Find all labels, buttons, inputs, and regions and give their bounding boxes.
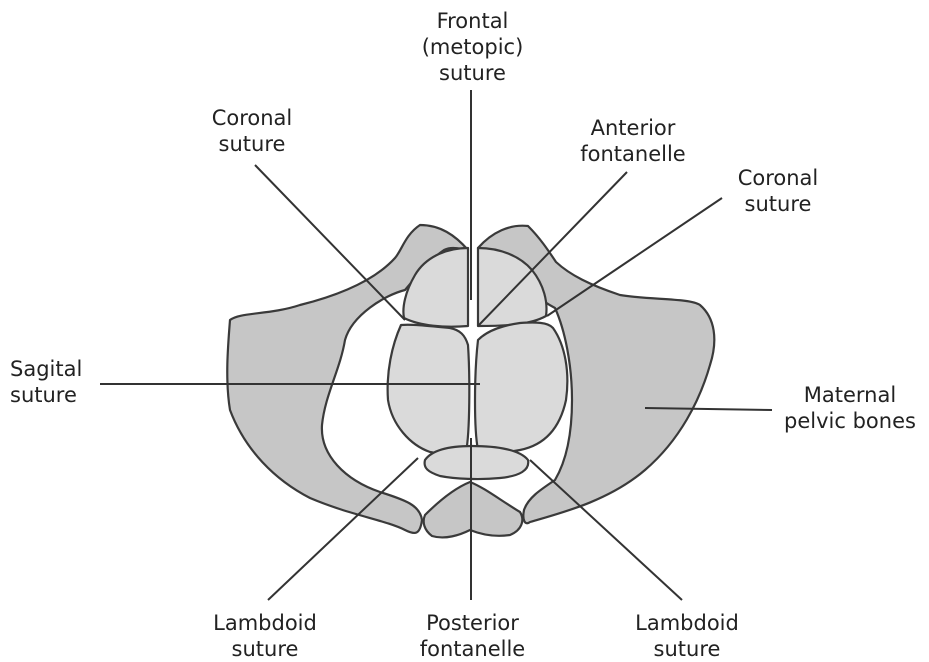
frontal-suture-line1: Frontal [405, 8, 540, 34]
sacrum [424, 482, 523, 537]
label-posterior-fontanelle: Posterior fontanelle [405, 610, 540, 662]
lambdoid-suture-left-line1: Lambdoid [200, 610, 330, 636]
coronal-suture-left-line2: suture [192, 131, 312, 157]
frontal-suture-line2: (metopic) [405, 34, 540, 60]
sagital-suture-line1: Sagital [10, 356, 100, 382]
coronal-suture-right-line2: suture [718, 191, 838, 217]
maternal-pelvic-bones-line2: pelvic bones [775, 408, 925, 434]
label-frontal-suture: Frontal (metopic) suture [405, 8, 540, 86]
sagital-suture-line2: suture [10, 382, 100, 408]
coronal-suture-left-line1: Coronal [192, 105, 312, 131]
occipital-bone [425, 446, 529, 479]
lambdoid-suture-right-line2: suture [622, 636, 752, 662]
label-coronal-suture-right: Coronal suture [718, 165, 838, 217]
label-lambdoid-suture-left: Lambdoid suture [200, 610, 330, 662]
label-sagital-suture: Sagital suture [10, 356, 100, 408]
coronal-suture-right-line1: Coronal [718, 165, 838, 191]
anterior-fontanelle-line2: fontanelle [568, 141, 698, 167]
parietal-bone-left [388, 325, 470, 455]
posterior-fontanelle-line2: fontanelle [405, 636, 540, 662]
label-lambdoid-suture-right: Lambdoid suture [622, 610, 752, 662]
lambdoid-suture-right-line1: Lambdoid [622, 610, 752, 636]
posterior-fontanelle-line1: Posterior [405, 610, 540, 636]
maternal-pelvic-bones-line1: Maternal [775, 382, 925, 408]
lambdoid-suture-left-line2: suture [200, 636, 330, 662]
parietal-bone-right [475, 323, 567, 453]
label-maternal-pelvic-bones: Maternal pelvic bones [775, 382, 925, 434]
frontal-suture-line3: suture [405, 60, 540, 86]
label-anterior-fontanelle: Anterior fontanelle [568, 115, 698, 167]
label-coronal-suture-left: Coronal suture [192, 105, 312, 157]
anterior-fontanelle-line1: Anterior [568, 115, 698, 141]
